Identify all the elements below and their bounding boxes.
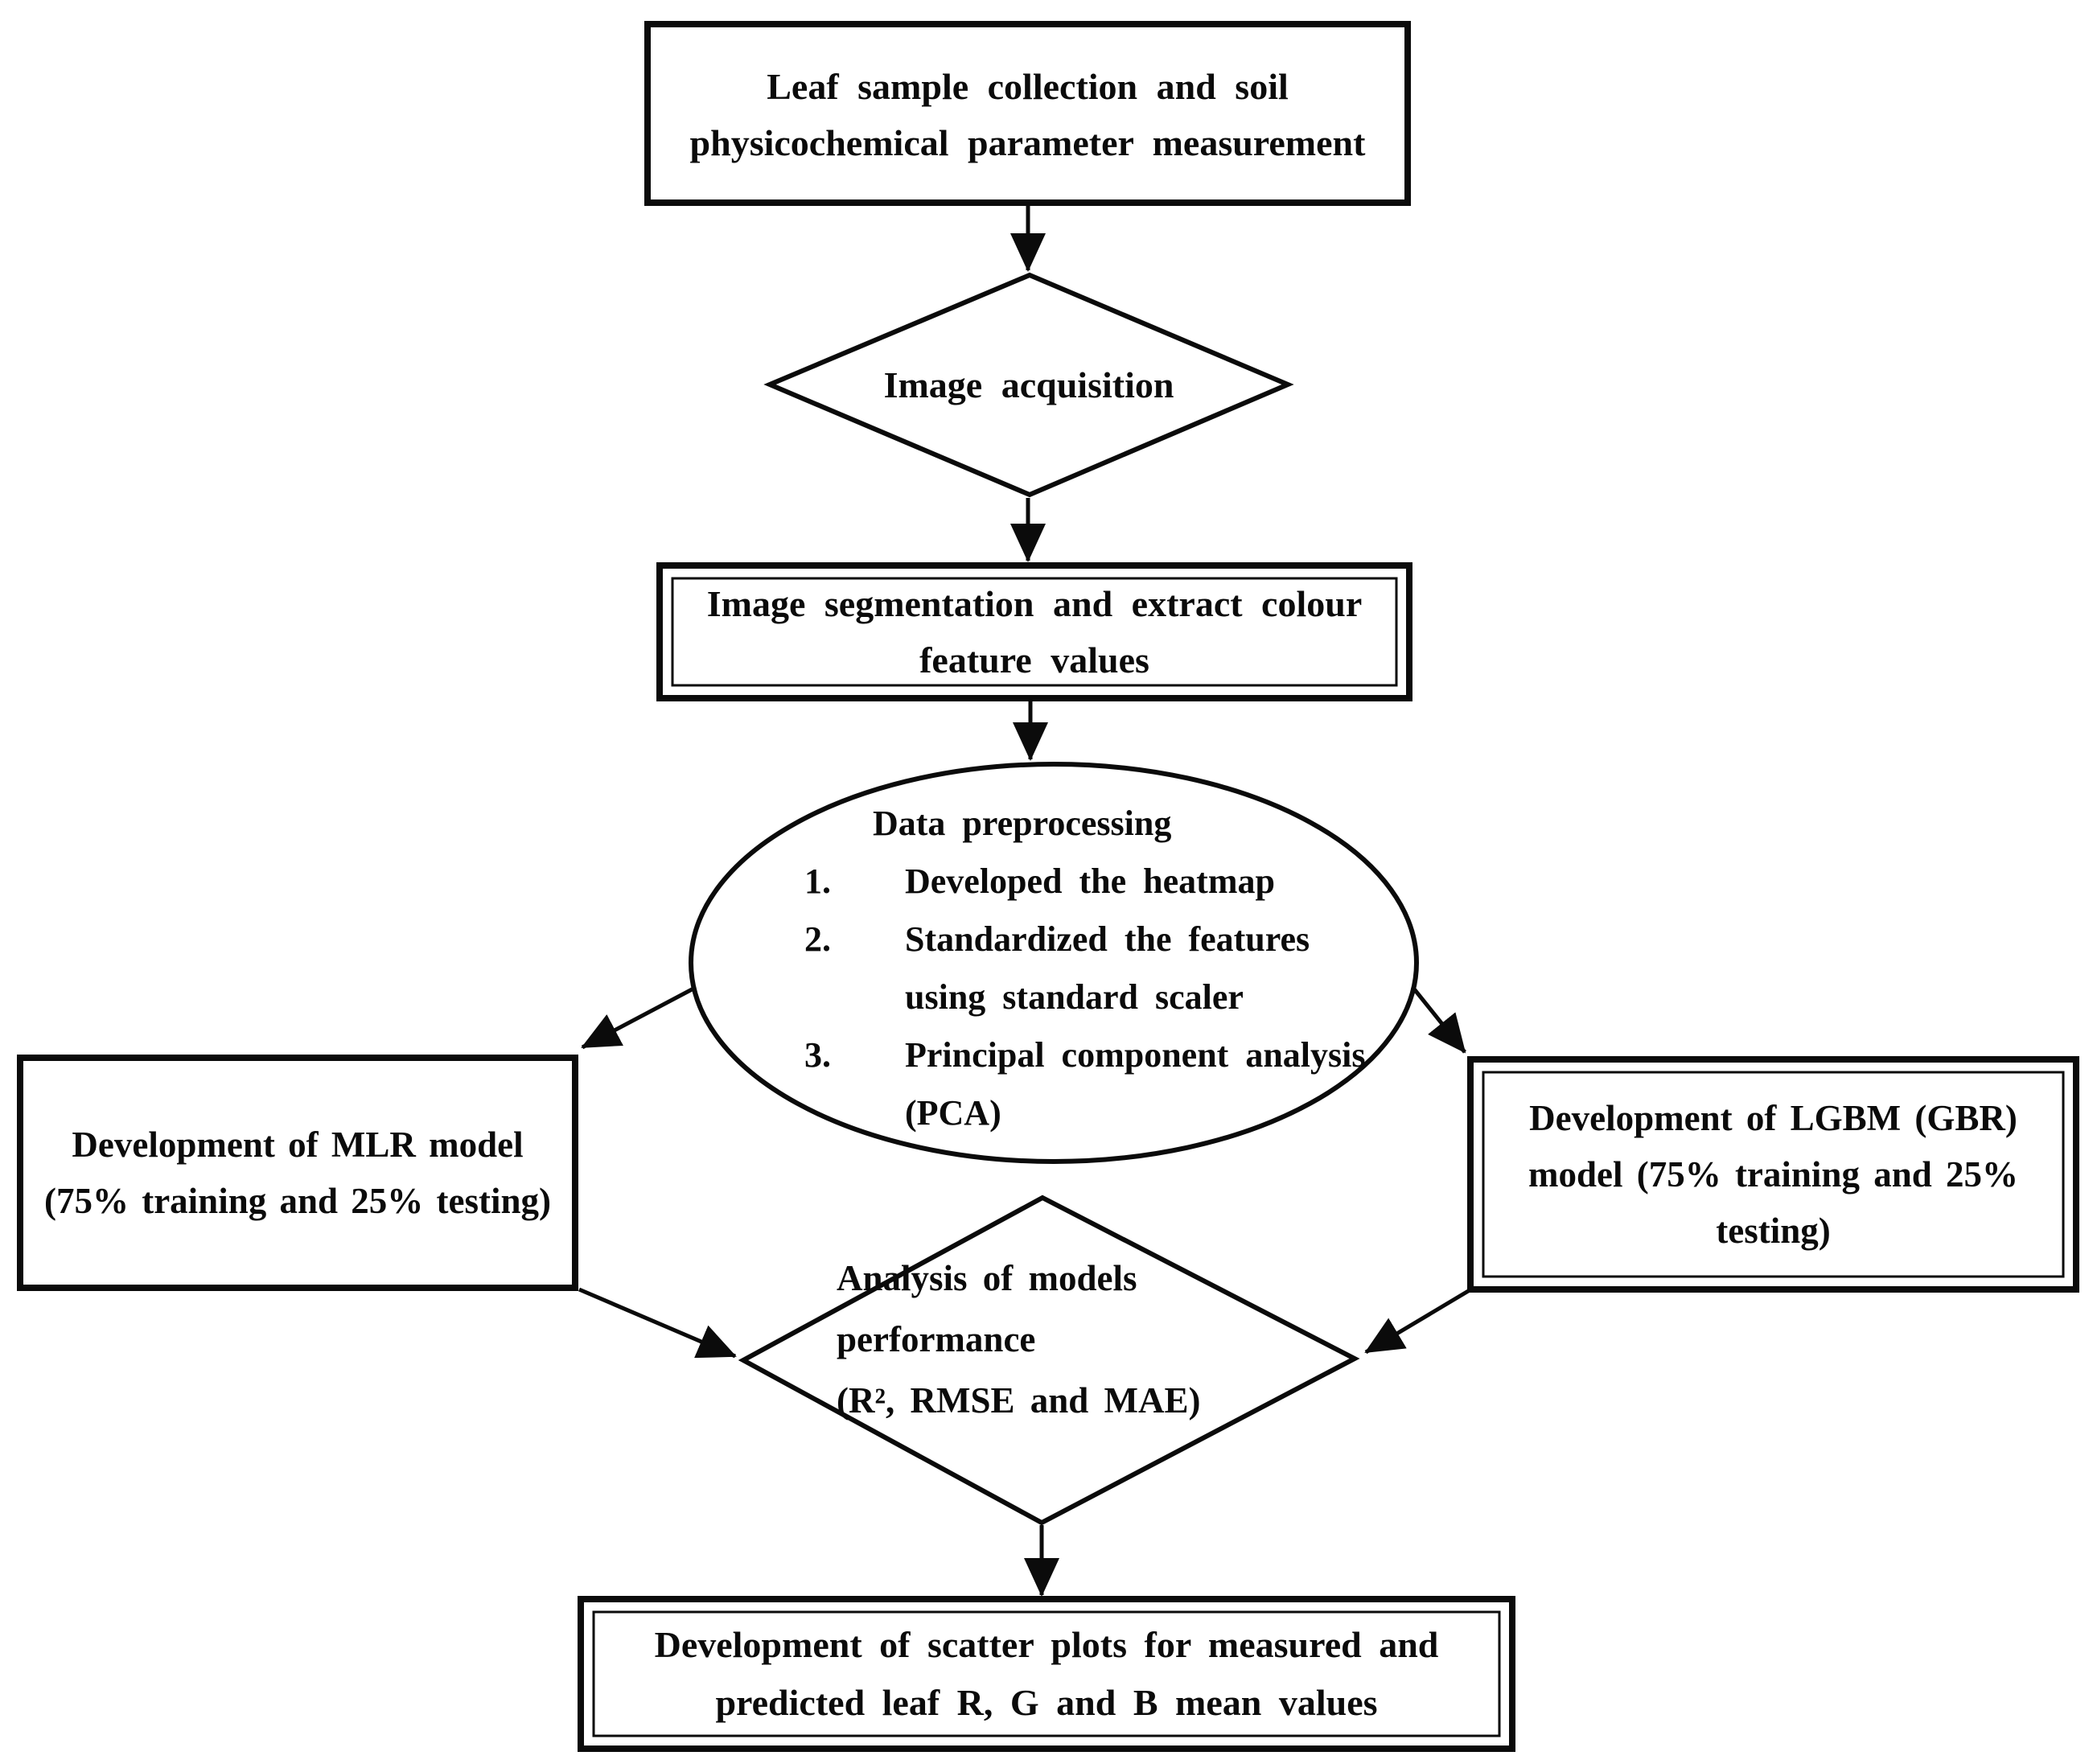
collection-line: Leaf sample collection and soil: [767, 66, 1289, 107]
preprocessing-ellipse-outline: [689, 762, 1419, 1164]
preprocessing-item: 3. Principal component analysis (PCA): [784, 1026, 1366, 1142]
lgbm-line: model (75% training and 25%: [1528, 1154, 2019, 1195]
collection-box-outline: [644, 21, 1411, 206]
scatter-line: predicted leaf R, G and B mean values: [715, 1682, 1378, 1723]
scatter-box-inner-line: [592, 1610, 1501, 1737]
mlr-box-label: Development of MLR model (75% training a…: [20, 1058, 575, 1288]
lgbm-line: testing): [1716, 1211, 1831, 1251]
preprocessing-item-line: Developed the heatmap: [905, 861, 1275, 901]
mlr-line: (75% training and 25% testing): [43, 1181, 552, 1221]
preprocessing-item-line: using standard scaler: [905, 977, 1244, 1017]
acquisition-diamond-label: Image acquisition: [770, 346, 1288, 423]
acquisition-line: Image acquisition: [883, 364, 1174, 405]
scatter-box-label: Development of scatter plots for measure…: [581, 1599, 1512, 1749]
arrow-lgbm-to-performance: [1364, 1288, 1471, 1355]
acquisition-diamond-outline: [763, 272, 1294, 498]
scatter-line: Development of scatter plots for measure…: [654, 1624, 1439, 1665]
arrow-preprocessing-to-mlr: [581, 985, 697, 1050]
segmentation-line: feature values: [919, 639, 1149, 681]
preprocessing-item: 1. Developed the heatmap: [784, 853, 1347, 911]
preprocessing-item-number: 2.: [804, 919, 831, 959]
segmentation-box-label: Image segmentation and extract colour fe…: [660, 565, 1409, 698]
mlr-line: Development of MLR model: [72, 1125, 524, 1165]
preprocessing-title: Data preprocessing: [873, 804, 1172, 843]
preprocessing-item: 2. Standardized the features using stand…: [784, 911, 1347, 1026]
lgbm-box-label: Development of LGBM (GBR) model (75% tra…: [1470, 1059, 2076, 1289]
lgbm-box-inner-line: [1482, 1071, 2065, 1278]
mlr-box-outline: [17, 1055, 578, 1291]
collection-line: physicochemical parameter measurement: [689, 122, 1366, 163]
preprocessing-item-number: 1.: [804, 861, 831, 901]
preprocessing-item-text: Standardized the features using standard…: [905, 911, 1310, 1026]
collection-box-label: Leaf sample collection and soil physicoc…: [648, 27, 1408, 203]
preprocessing-item-number: 3.: [804, 1035, 831, 1075]
arrow-preprocessing-to-lgbm: [1411, 985, 1466, 1054]
performance-diamond-outline: [738, 1195, 1360, 1526]
preprocessing-item-text: Developed the heatmap: [905, 853, 1275, 911]
preprocessing-item-line: Principal component analysis: [905, 1035, 1366, 1075]
preprocessing-item-line: Standardized the features: [905, 919, 1310, 959]
segmentation-line: Image segmentation and extract colour: [706, 582, 1363, 624]
performance-line: Analysis of models: [837, 1258, 1137, 1298]
arrow-mlr-to-performance: [578, 1287, 737, 1359]
preprocessing-item-line: (PCA): [905, 1093, 1001, 1133]
preprocessing-item-text: Principal component analysis (PCA): [905, 1026, 1366, 1142]
segmentation-box-inner-line: [671, 577, 1398, 687]
preprocessing-ellipse-label: Data preprocessing 1. Developed the heat…: [784, 795, 1366, 1142]
performance-line: (R², RMSE and MAE): [837, 1380, 1201, 1421]
performance-line: performance: [837, 1319, 1036, 1359]
performance-diamond-label: Analysis of models performance (R², RMSE…: [837, 1248, 1319, 1431]
lgbm-line: Development of LGBM (GBR): [1529, 1098, 2017, 1138]
